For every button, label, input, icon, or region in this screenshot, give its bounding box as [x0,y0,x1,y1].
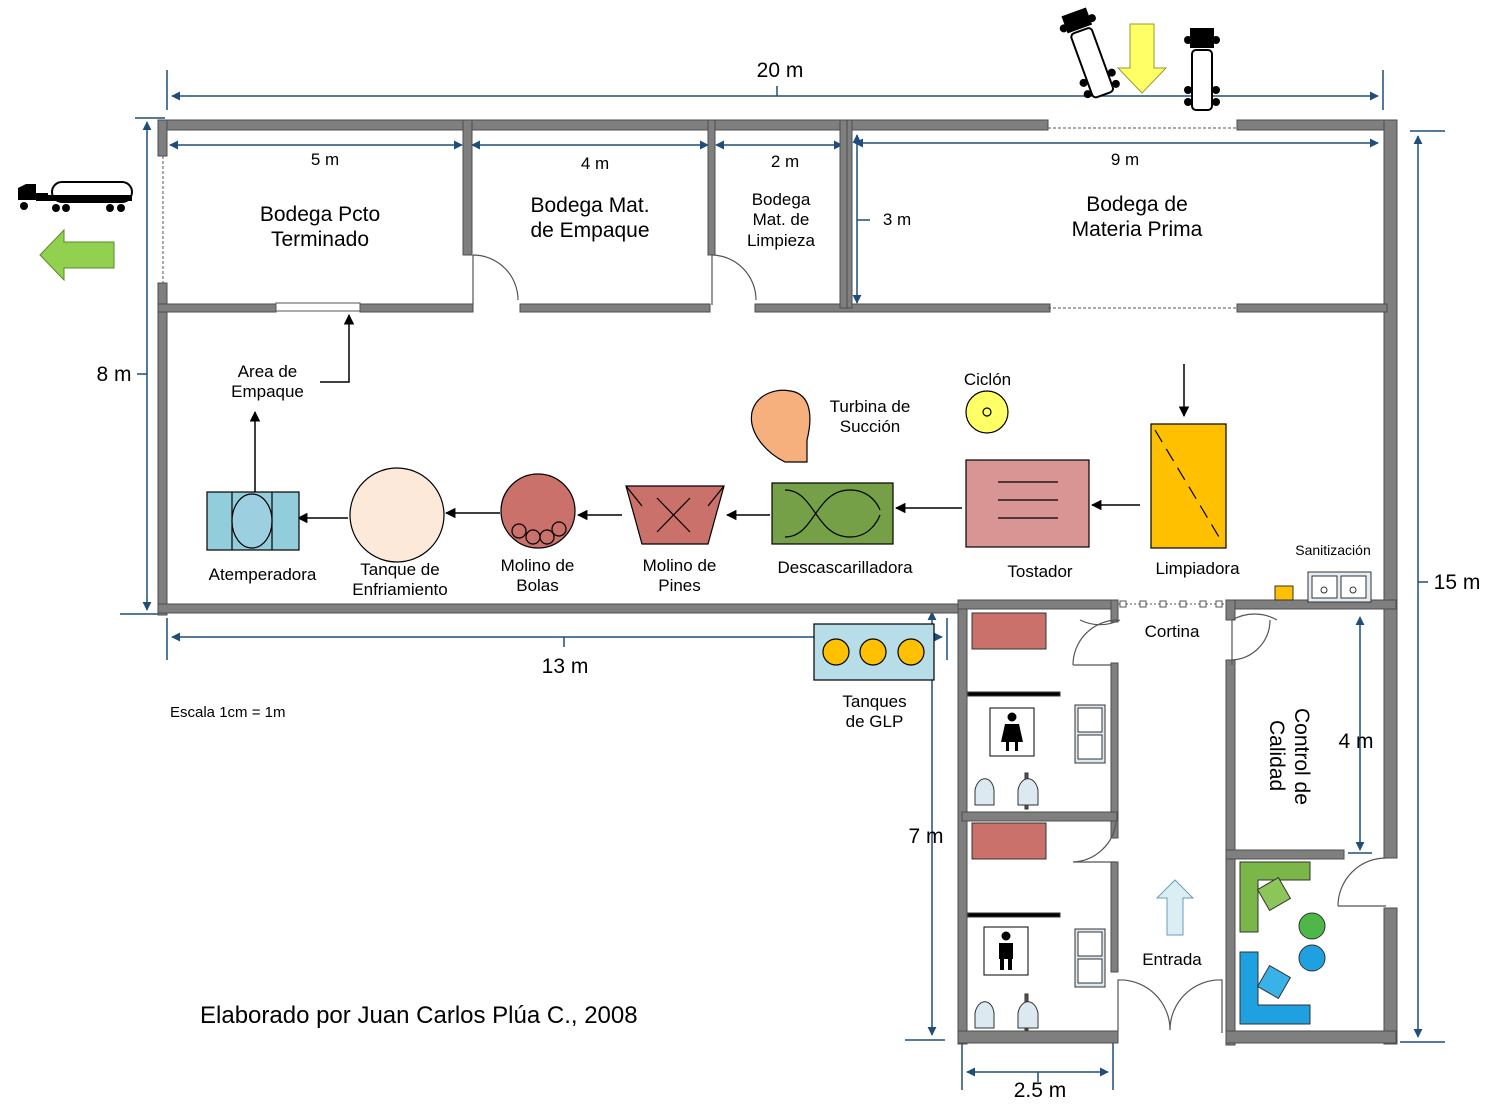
dim-bottom-length: 13 m [541,655,589,678]
label-atemperadora: Atemperadora [208,565,317,584]
dim-left-height: 8 m [96,363,132,386]
molino-bolas-machine [500,473,576,549]
exit-arrow-icon [39,228,115,282]
dim-bath-height: 7 m [908,825,944,848]
room-control-calidad: Control de Calidad [1264,707,1313,805]
office-desk-blue [1239,944,1326,1025]
label-limpiadora: Limpiadora [1155,559,1240,578]
label-entrada: Entrada [1142,950,1202,969]
scale-note: Escala 1cm = 1m [170,704,286,721]
label-cortina: Cortina [1144,622,1200,641]
dim-bodega-limpieza: 2 m [770,152,800,171]
ciclon-machine [965,390,1009,434]
label-molino-bolas: Molino de Bolas [500,556,575,596]
dim-bath-width: 2.5 m [1013,1079,1067,1102]
doors [472,254,1387,1033]
bathroom-women [967,612,1106,810]
cortina-curtain [1118,600,1226,608]
label-ciclon: Ciclón [963,370,1012,389]
label-sanitizacion: Sanitización [1295,542,1371,558]
dim-top-total: 20 m [756,59,804,82]
limpiadora-machine [1150,423,1227,549]
bathroom-men [967,822,1106,1031]
tanques-glp [813,623,935,681]
label-tanque-enfriamiento: Tanque de Enfriamiento [352,560,448,600]
label-tostador: Tostador [1007,562,1073,581]
label-area-empaque: Area de Empaque [231,362,304,402]
dim-control-height: 4 m [1338,730,1374,753]
dim-bodega-pcto: 5 m [310,150,340,169]
dim-bodega-mp-depth: 3 m [882,210,912,229]
dim-right-height: 15 m [1433,571,1481,594]
room-bodega-pcto-terminado: Bodega Pcto Terminado [259,203,381,252]
atemperadora-machine [206,491,300,551]
dim-bodega-empaque: 4 m [580,154,610,173]
room-bodega-empaque: Bodega Mat. de Empaque [530,194,650,243]
entrance-arrow-icon [1155,879,1195,936]
dim-bodega-mp: 9 m [1110,150,1140,169]
label-tanques-glp: Tanques de GLP [842,692,907,732]
tanque-enfriamiento-machine [349,467,445,563]
tanker-truck-icon [18,181,133,212]
tostador-machine [965,459,1090,548]
turbina-succion-machine [750,389,811,463]
sanitizacion-station [1274,571,1372,603]
wall-openings [162,127,1237,312]
dump-truck-icon [1059,7,1120,99]
credit-note: Elaborado por Juan Carlos Plúa C., 2008 [200,1002,638,1029]
label-molino-pines: Molino de Pines [642,556,717,596]
label-descascarilladora: Descascarilladora [777,558,913,577]
room-bodega-limpieza: Bodega Mat. de Limpieza [746,190,816,250]
dump-truck-icon [1184,28,1220,111]
walls [157,119,1398,1046]
molino-pines-machine [625,485,725,545]
man-restroom-icon [983,926,1029,976]
process-flow-arrows [249,313,1190,524]
office-desk-green [1239,861,1326,940]
label-turbina-succion: Turbina de Succión [829,397,911,437]
raw-material-entry-arrow-icon [1116,23,1168,94]
woman-restroom-icon [989,707,1035,757]
room-bodega-materia-prima: Bodega de Materia Prima [1071,193,1203,242]
descascarilladora-machine [771,482,894,545]
